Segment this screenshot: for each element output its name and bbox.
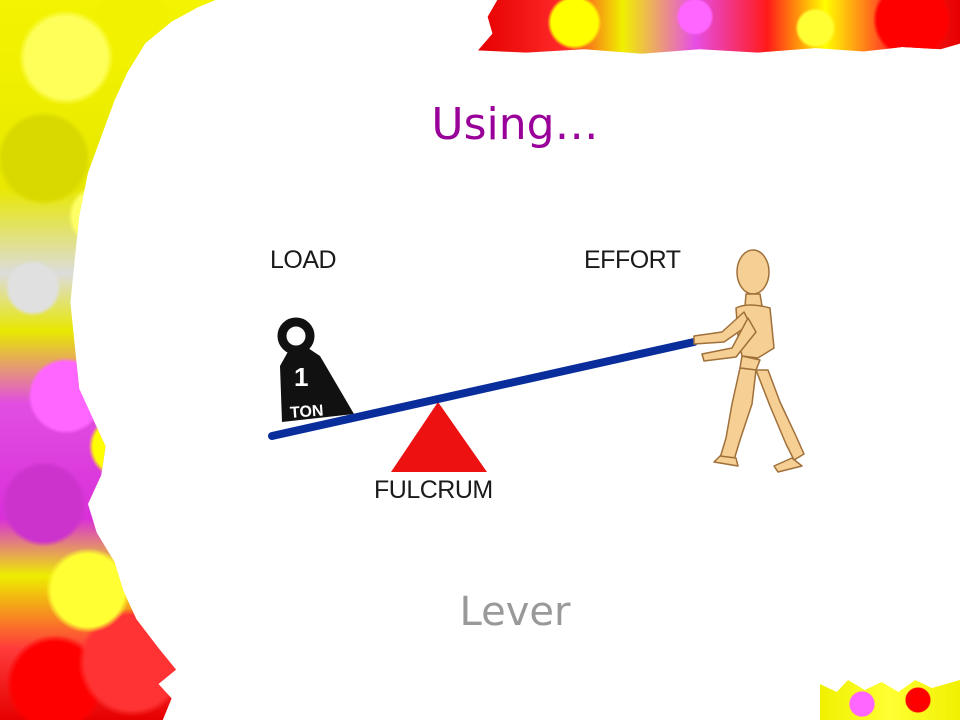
fulcrum-triangle <box>391 402 487 472</box>
weight-icon: 1 TON <box>277 317 354 422</box>
person-icon <box>693 249 805 473</box>
effort-label: EFFORT <box>584 246 681 274</box>
load-label: LOAD <box>270 246 336 274</box>
slide-title: Using… <box>431 99 599 150</box>
bottom-right-decorative-border <box>820 680 960 720</box>
lever-beam <box>268 338 698 440</box>
weight-number: 1 <box>294 362 308 392</box>
lever-diagram: LOAD EFFORT 1 TON FULCRUM <box>268 246 805 504</box>
slide-caption: Lever <box>459 589 571 635</box>
weight-unit: TON <box>289 403 324 422</box>
fulcrum-label: FULCRUM <box>374 476 493 504</box>
left-decorative-border <box>0 0 216 720</box>
top-decorative-border <box>478 0 960 54</box>
